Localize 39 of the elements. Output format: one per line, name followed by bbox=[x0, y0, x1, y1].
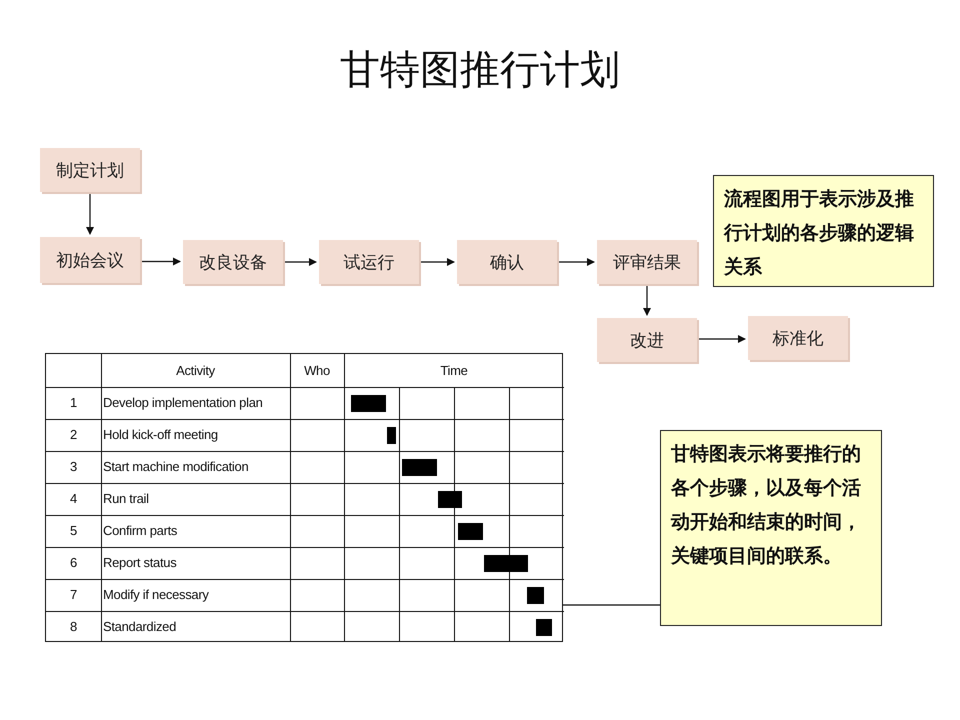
table-cell-text: Confirm parts bbox=[103, 523, 178, 538]
leader-line bbox=[563, 604, 660, 606]
table-cell-text: Standardized bbox=[103, 619, 176, 634]
table-cell-text: Who bbox=[303, 363, 331, 378]
arrow bbox=[557, 258, 595, 266]
table-cell-text: 3 bbox=[69, 459, 78, 474]
table-cell-text: 1 bbox=[69, 395, 78, 410]
process-box: 试运行 bbox=[319, 240, 419, 284]
table-cell-text: 4 bbox=[69, 491, 78, 506]
arrow bbox=[140, 258, 181, 266]
note-box: 甘特图表示将要推行的各个步骤，以及每个活动开始和结束的时间，关键项目间的联系。 bbox=[660, 430, 882, 626]
note-box: 流程图用于表示涉及推行计划的各步骤的逻辑关系 bbox=[713, 175, 934, 287]
process-box: 初始会议 bbox=[40, 237, 140, 283]
process-box: 确认 bbox=[457, 240, 557, 284]
table-cell-text: Modify if necessary bbox=[103, 587, 209, 602]
table-cell-text: Start machine modification bbox=[103, 459, 248, 474]
table-cell-text: Report status bbox=[103, 555, 176, 570]
arrow bbox=[283, 258, 317, 266]
table-cell-text: 7 bbox=[69, 587, 78, 602]
process-box: 改进 bbox=[597, 318, 697, 362]
arrow bbox=[86, 192, 94, 235]
process-box: 标准化 bbox=[748, 316, 848, 360]
table-cell-text: 6 bbox=[69, 555, 78, 570]
table-cell-text: Hold kick-off meeting bbox=[103, 427, 218, 442]
arrow bbox=[419, 258, 455, 266]
table-cell-text: Activity bbox=[175, 363, 216, 378]
table-cell-text: 5 bbox=[69, 523, 78, 538]
process-box: 评审结果 bbox=[597, 240, 697, 284]
process-box: 改良设备 bbox=[183, 240, 283, 284]
arrow bbox=[643, 284, 651, 316]
table-cell-text: 2 bbox=[69, 427, 78, 442]
arrow bbox=[697, 335, 746, 343]
gantt-table bbox=[45, 353, 563, 642]
table-cell-text: Time bbox=[439, 363, 469, 378]
page-title: 甘特图推行计划 bbox=[339, 46, 621, 95]
process-box: 制定计划 bbox=[40, 148, 140, 192]
table-cell-text: 8 bbox=[69, 619, 78, 634]
table-cell-text: Run trail bbox=[103, 491, 149, 506]
table-cell-text: Develop implementation plan bbox=[103, 395, 263, 410]
